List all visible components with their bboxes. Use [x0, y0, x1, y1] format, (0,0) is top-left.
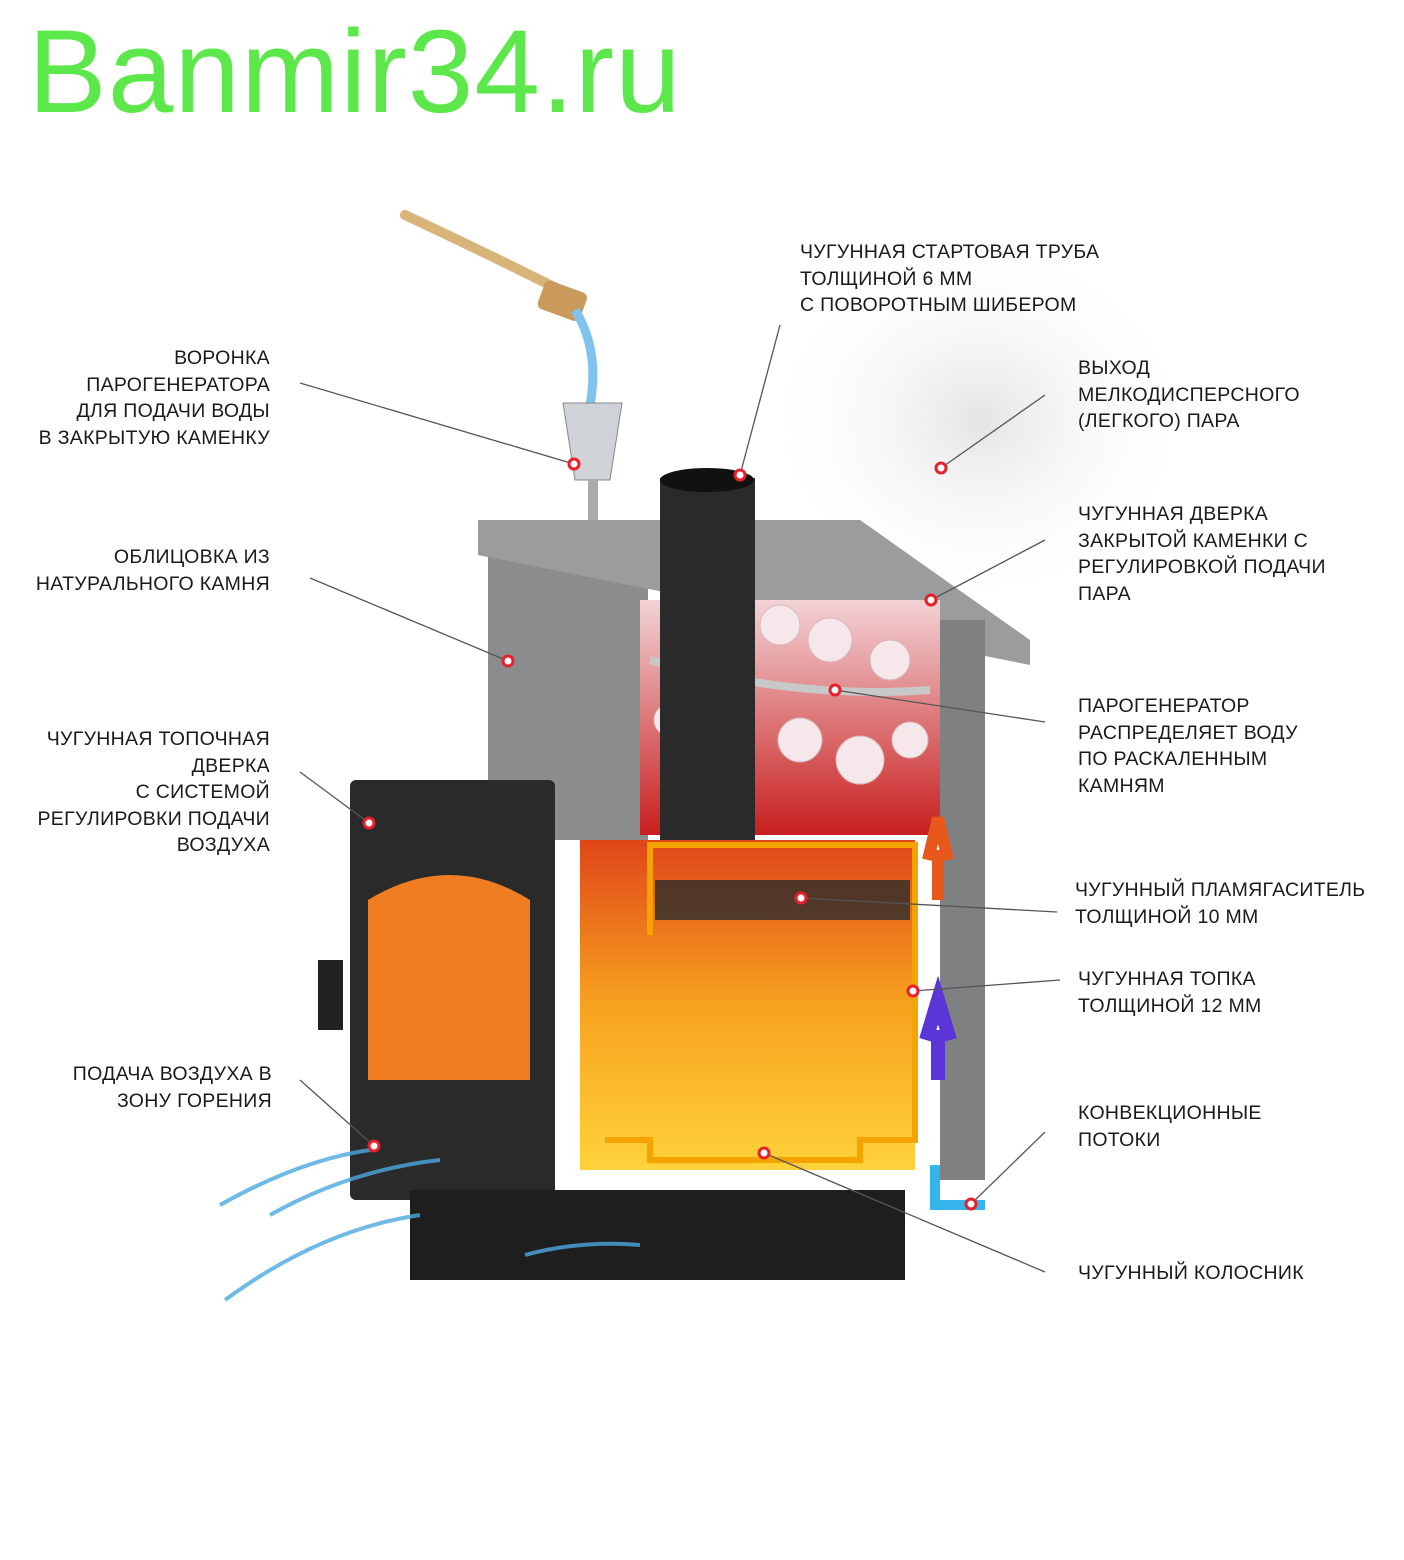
label-line: РЕГУЛИРОВКИ ПОДАЧИ — [37, 807, 270, 830]
label-heater-door: ЧУГУННАЯ ДВЕРКА ЗАКРЫТОЙ КАМЕНКИ С РЕГУЛ… — [1078, 501, 1326, 607]
label-line: ДЛЯ ПОДАЧИ ВОДЫ — [76, 400, 270, 422]
label-line: ТОЛЩИНОЙ 10 ММ — [1075, 905, 1259, 928]
label-line: ЗАКРЫТОЙ КАМЕНКИ С — [1078, 529, 1309, 552]
label-steam-generator: ПАРОГЕНЕРАТОР РАСПРЕДЕЛЯЕТ ВОДУ ПО РАСКА… — [1078, 693, 1298, 799]
label-line: ПО РАСКАЛЕННЫМ — [1078, 748, 1268, 770]
label-line: В ЗАКРЫТУЮ КАМЕНКУ — [38, 426, 270, 449]
label-line: ТОЛЩИНОЙ 6 ММ — [800, 267, 973, 290]
label-line: ВОРОНКА — [174, 347, 270, 369]
label-line: ПОТОКИ — [1078, 1128, 1161, 1151]
label-funnel: ВОРОНКА ПАРОГЕНЕРАТОРА ДЛЯ ПОДАЧИ ВОДЫ В… — [39, 345, 270, 451]
hot-air-arrow-icon — [922, 816, 954, 900]
label-flame-arrester: ЧУГУННЫЙ ПЛАМЯГАСИТЕЛЬ ТОЛЩИНОЙ 10 ММ — [1075, 877, 1365, 930]
stove-base — [410, 1190, 905, 1280]
label-fire-door: ЧУГУННАЯ ТОПОЧНАЯ ДВЕРКА С СИСТЕМОЙ РЕГУ… — [37, 726, 270, 859]
chimney-pipe — [660, 478, 755, 840]
firebox-frame — [605, 842, 918, 1163]
label-line: ВОЗДУХА — [176, 834, 270, 856]
label-line: ПОДАЧА ВОЗДУХА В — [72, 1063, 272, 1085]
label-line: ТОЛЩИНОЙ 12 ММ — [1078, 994, 1262, 1017]
label-line: ЧУГУННАЯ СТАРТОВАЯ ТРУБА — [800, 241, 1100, 263]
label-stone-cladding: ОБЛИЦОВКА ИЗ НАТУРАЛЬНОГО КАМНЯ — [36, 544, 270, 597]
label-line: ЧУГУННАЯ ТОПКА — [1078, 968, 1256, 990]
label-line: С СИСТЕМОЙ — [135, 781, 270, 803]
convection-arrow-icon — [919, 975, 957, 1080]
label-line: ЧУГУННАЯ ТОПОЧНАЯ — [46, 728, 270, 750]
label-line: МЕЛКОДИСПЕРСНОГО — [1078, 383, 1300, 406]
label-line: КОНВЕКЦИОННЫЕ — [1078, 1102, 1262, 1124]
label-line: КАМНЯМ — [1078, 774, 1165, 797]
leader-lines — [299, 324, 1061, 1273]
label-chimney: ЧУГУННАЯ СТАРТОВАЯ ТРУБА ТОЛЩИНОЙ 6 ММ С… — [800, 239, 1099, 319]
label-line: ВЫХОД — [1078, 357, 1151, 379]
label-line: ЗОНУ ГОРЕНИЯ — [116, 1089, 272, 1112]
label-line: ДВЕРКА — [191, 754, 270, 777]
label-line: НАТУРАЛЬНОГО КАМНЯ — [35, 572, 270, 595]
label-line: (ЛЕГКОГО) ПАРА — [1078, 410, 1240, 432]
flame-arrester — [655, 880, 910, 920]
label-line: ОБЛИЦОВКА ИЗ — [113, 546, 270, 568]
label-grate: ЧУГУННЫЙ КОЛОСНИК — [1078, 1260, 1304, 1287]
steam-cloud — [760, 230, 1200, 610]
label-line: ЧУГУННЫЙ КОЛОСНИК — [1078, 1262, 1304, 1284]
label-line: ЧУГУННЫЙ ПЛАМЯГАСИТЕЛЬ — [1075, 879, 1366, 901]
marker-dots — [362, 457, 978, 1211]
ladle-icon — [400, 210, 565, 295]
label-line: ПАРОГЕНЕРАТОРА — [86, 373, 270, 396]
label-steam-out: ВЫХОД МЕЛКОДИСПЕРСНОГО (ЛЕГКОГО) ПАРА — [1078, 355, 1300, 435]
label-line: РЕГУЛИРОВКОЙ ПОДАЧИ — [1078, 556, 1326, 578]
label-line: ЧУГУННАЯ ДВЕРКА — [1078, 503, 1269, 525]
label-convection: КОНВЕКЦИОННЫЕ ПОТОКИ — [1078, 1100, 1262, 1153]
label-firebox: ЧУГУННАЯ ТОПКА ТОЛЩИНОЙ 12 ММ — [1078, 966, 1262, 1019]
label-line: ПАРОГЕНЕРАТОР — [1078, 695, 1250, 717]
label-line: РАСПРЕДЕЛЯЕТ ВОДУ — [1078, 721, 1298, 744]
site-logo: Banmir34.ru — [28, 6, 682, 138]
door-glass — [368, 875, 530, 1080]
air-streams — [219, 1148, 641, 1302]
label-line: ПАРА — [1078, 582, 1131, 605]
label-line: С ПОВОРОТНЫМ ШИБЕРОМ — [800, 294, 1077, 316]
label-air-supply: ПОДАЧА ВОЗДУХА В ЗОНУ ГОРЕНИЯ — [73, 1061, 272, 1114]
